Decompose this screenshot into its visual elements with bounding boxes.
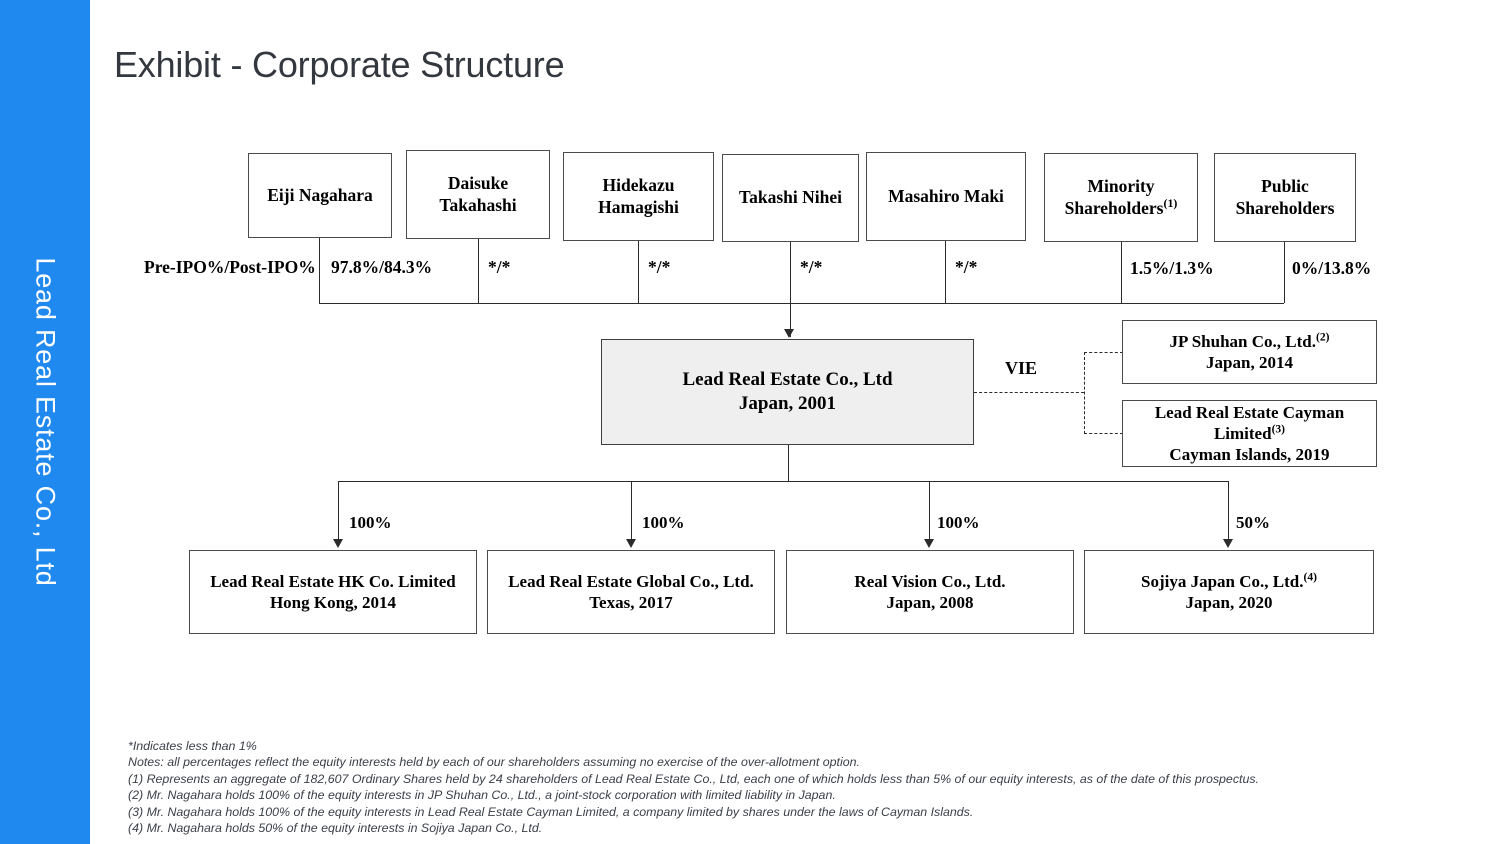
shareholder-name-line2: Shareholders(1) xyxy=(1064,195,1178,218)
subsidiary-location: Japan, 2020 xyxy=(1185,593,1273,612)
page-title: Exhibit - Corporate Structure xyxy=(114,44,565,85)
shareholder-box-masahiro-maki: Masahiro Maki xyxy=(866,152,1026,241)
pct-row-label: Pre-IPO%/Post-IPO% xyxy=(144,257,316,277)
shareholder-name-line2: Takahashi xyxy=(439,194,517,215)
vie-dashed-branch-cayman xyxy=(1084,433,1123,434)
footnote-line: (2) Mr. Nagahara holds 100% of the equit… xyxy=(128,788,836,803)
pct-value-eiji: 97.8%/84.3% xyxy=(331,257,433,277)
sidebar-company-name: Lead Real Estate Co., Ltd xyxy=(30,257,61,587)
arrowhead-to-company xyxy=(784,329,794,338)
shareholder-box-daisuke-takahashi: Daisuke Takahashi xyxy=(406,150,550,239)
footnote-ref-1: (1) xyxy=(1163,195,1178,210)
shareholder-name-line1: Hidekazu xyxy=(602,174,675,195)
subsidiary-box-global: Lead Real Estate Global Co., Ltd. Texas,… xyxy=(487,550,775,634)
footnote-line: Notes: all percentages reflect the equit… xyxy=(128,755,860,770)
subsidiary-location: Texas, 2017 xyxy=(589,593,673,612)
shareholder-name-line2: Hamagishi xyxy=(598,196,679,217)
subsidiary-box-hk: Lead Real Estate HK Co. Limited Hong Kon… xyxy=(189,550,477,634)
footnotes-block: *Indicates less than 1% Notes: all perce… xyxy=(128,738,1428,836)
connector-company-to-bus xyxy=(788,445,789,481)
connector-drop-sub-2 xyxy=(631,481,632,539)
vie-dashed-branch-jp-shuhan xyxy=(1084,352,1123,353)
footnote-line: *Indicates less than 1% xyxy=(128,739,257,753)
ownership-pct-sub-4: 50% xyxy=(1236,513,1270,532)
footnote-line: (4) Mr. Nagahara holds 50% of the equity… xyxy=(128,820,543,835)
shareholder-name-line1: Minority xyxy=(1087,175,1155,196)
footnote-ref-2: (2) xyxy=(1315,330,1330,344)
subsidiary-box-real-vision: Real Vision Co., Ltd. Japan, 2008 xyxy=(786,550,1074,634)
vie-dashed-riser xyxy=(1084,352,1085,434)
pct-value-minority: 1.5%/1.3% xyxy=(1130,258,1214,278)
shareholder-box-eiji-nagahara: Eiji Nagahara xyxy=(248,153,392,238)
subsidiary-name: Sojiya Japan Co., Ltd.(4) xyxy=(1141,570,1317,591)
shareholder-name-line1: Eiji Nagahara xyxy=(267,184,373,205)
shareholder-box-hidekazu-hamagishi: Hidekazu Hamagishi xyxy=(563,152,714,241)
subsidiary-location: Hong Kong, 2014 xyxy=(269,593,397,612)
connector-drop-public xyxy=(1284,242,1285,303)
pct-value-daisuke: */* xyxy=(488,257,511,277)
pct-value-hidekazu: */* xyxy=(648,257,671,277)
connector-drop-masahiro xyxy=(945,241,946,303)
connector-drop-sub-3 xyxy=(929,481,930,539)
vie-box-lead-real-estate-cayman: Lead Real Estate Cayman Limited(3) Cayma… xyxy=(1122,400,1377,467)
subsidiary-location: Japan, 2008 xyxy=(886,593,974,612)
shareholder-name-line1: Daisuke xyxy=(447,172,509,193)
vie-name-line2: Limited(3) xyxy=(1213,422,1286,443)
subsidiary-name: Lead Real Estate Global Co., Ltd. xyxy=(508,571,754,591)
shareholder-name-line1: Takashi Nihei xyxy=(739,187,842,208)
connector-drop-daisuke xyxy=(478,239,479,303)
vie-box-jp-shuhan: JP Shuhan Co., Ltd.(2) Japan, 2014 xyxy=(1122,320,1377,384)
connector-drop-hidekazu xyxy=(638,241,639,303)
shareholder-name-line1: Public xyxy=(1261,175,1309,196)
pct-value-masahiro: */* xyxy=(955,257,978,277)
company-location: Japan, 2001 xyxy=(738,393,837,414)
footnote-ref-3: (3) xyxy=(1271,422,1286,436)
subsidiary-name: Lead Real Estate HK Co. Limited xyxy=(210,571,456,591)
ownership-pct-sub-3: 100% xyxy=(937,513,980,532)
connector-drop-sub-4 xyxy=(1228,481,1229,539)
shareholder-name-line1: Masahiro Maki xyxy=(888,185,1004,206)
footnote-line: (1) Represents an aggregate of 182,607 O… xyxy=(128,771,1259,786)
footnote-ref-4: (4) xyxy=(1303,570,1317,584)
ownership-pct-sub-1: 100% xyxy=(349,513,392,532)
shareholder-box-public-shareholders: Public Shareholders xyxy=(1214,153,1356,242)
subsidiary-bus-line xyxy=(338,481,1229,482)
connector-drop-minority xyxy=(1121,242,1122,303)
sidebar-brand-rail: Lead Real Estate Co., Ltd xyxy=(0,0,90,844)
pct-value-takashi: */* xyxy=(800,257,823,277)
company-box-lead-real-estate: Lead Real Estate Co., Ltd Japan, 2001 xyxy=(601,339,974,445)
arrowhead-sub-4 xyxy=(1223,539,1233,548)
arrowhead-sub-1 xyxy=(333,539,343,548)
connector-drop-sub-1 xyxy=(338,481,339,539)
ownership-pct-sub-2: 100% xyxy=(642,513,685,532)
shareholder-name-line2: Shareholders xyxy=(1235,197,1335,218)
arrowhead-sub-2 xyxy=(626,539,636,548)
shareholder-bus-line xyxy=(319,303,1284,304)
shareholder-box-minority-shareholders: Minority Shareholders(1) xyxy=(1044,153,1198,242)
pct-value-public: 0%/13.8% xyxy=(1292,258,1372,278)
vie-name: JP Shuhan Co., Ltd.(2) xyxy=(1169,330,1330,351)
subsidiary-name: Real Vision Co., Ltd. xyxy=(854,571,1006,591)
pct-band-left-edge xyxy=(319,248,320,303)
subsidiary-box-sojiya: Sojiya Japan Co., Ltd.(4) Japan, 2020 xyxy=(1084,550,1374,634)
vie-label: VIE xyxy=(1005,358,1038,378)
company-name: Lead Real Estate Co., Ltd xyxy=(682,369,893,391)
vie-location: Japan, 2014 xyxy=(1206,353,1293,372)
vie-location: Cayman Islands, 2019 xyxy=(1169,445,1330,465)
vie-name-line1: Lead Real Estate Cayman xyxy=(1154,402,1345,422)
connector-drop-takashi xyxy=(790,242,791,337)
footnote-line: (3) Mr. Nagahara holds 100% of the equit… xyxy=(128,804,974,819)
vie-dashed-trunk xyxy=(974,392,1084,393)
arrowhead-sub-3 xyxy=(924,539,934,548)
shareholder-box-takashi-nihei: Takashi Nihei xyxy=(722,154,859,242)
